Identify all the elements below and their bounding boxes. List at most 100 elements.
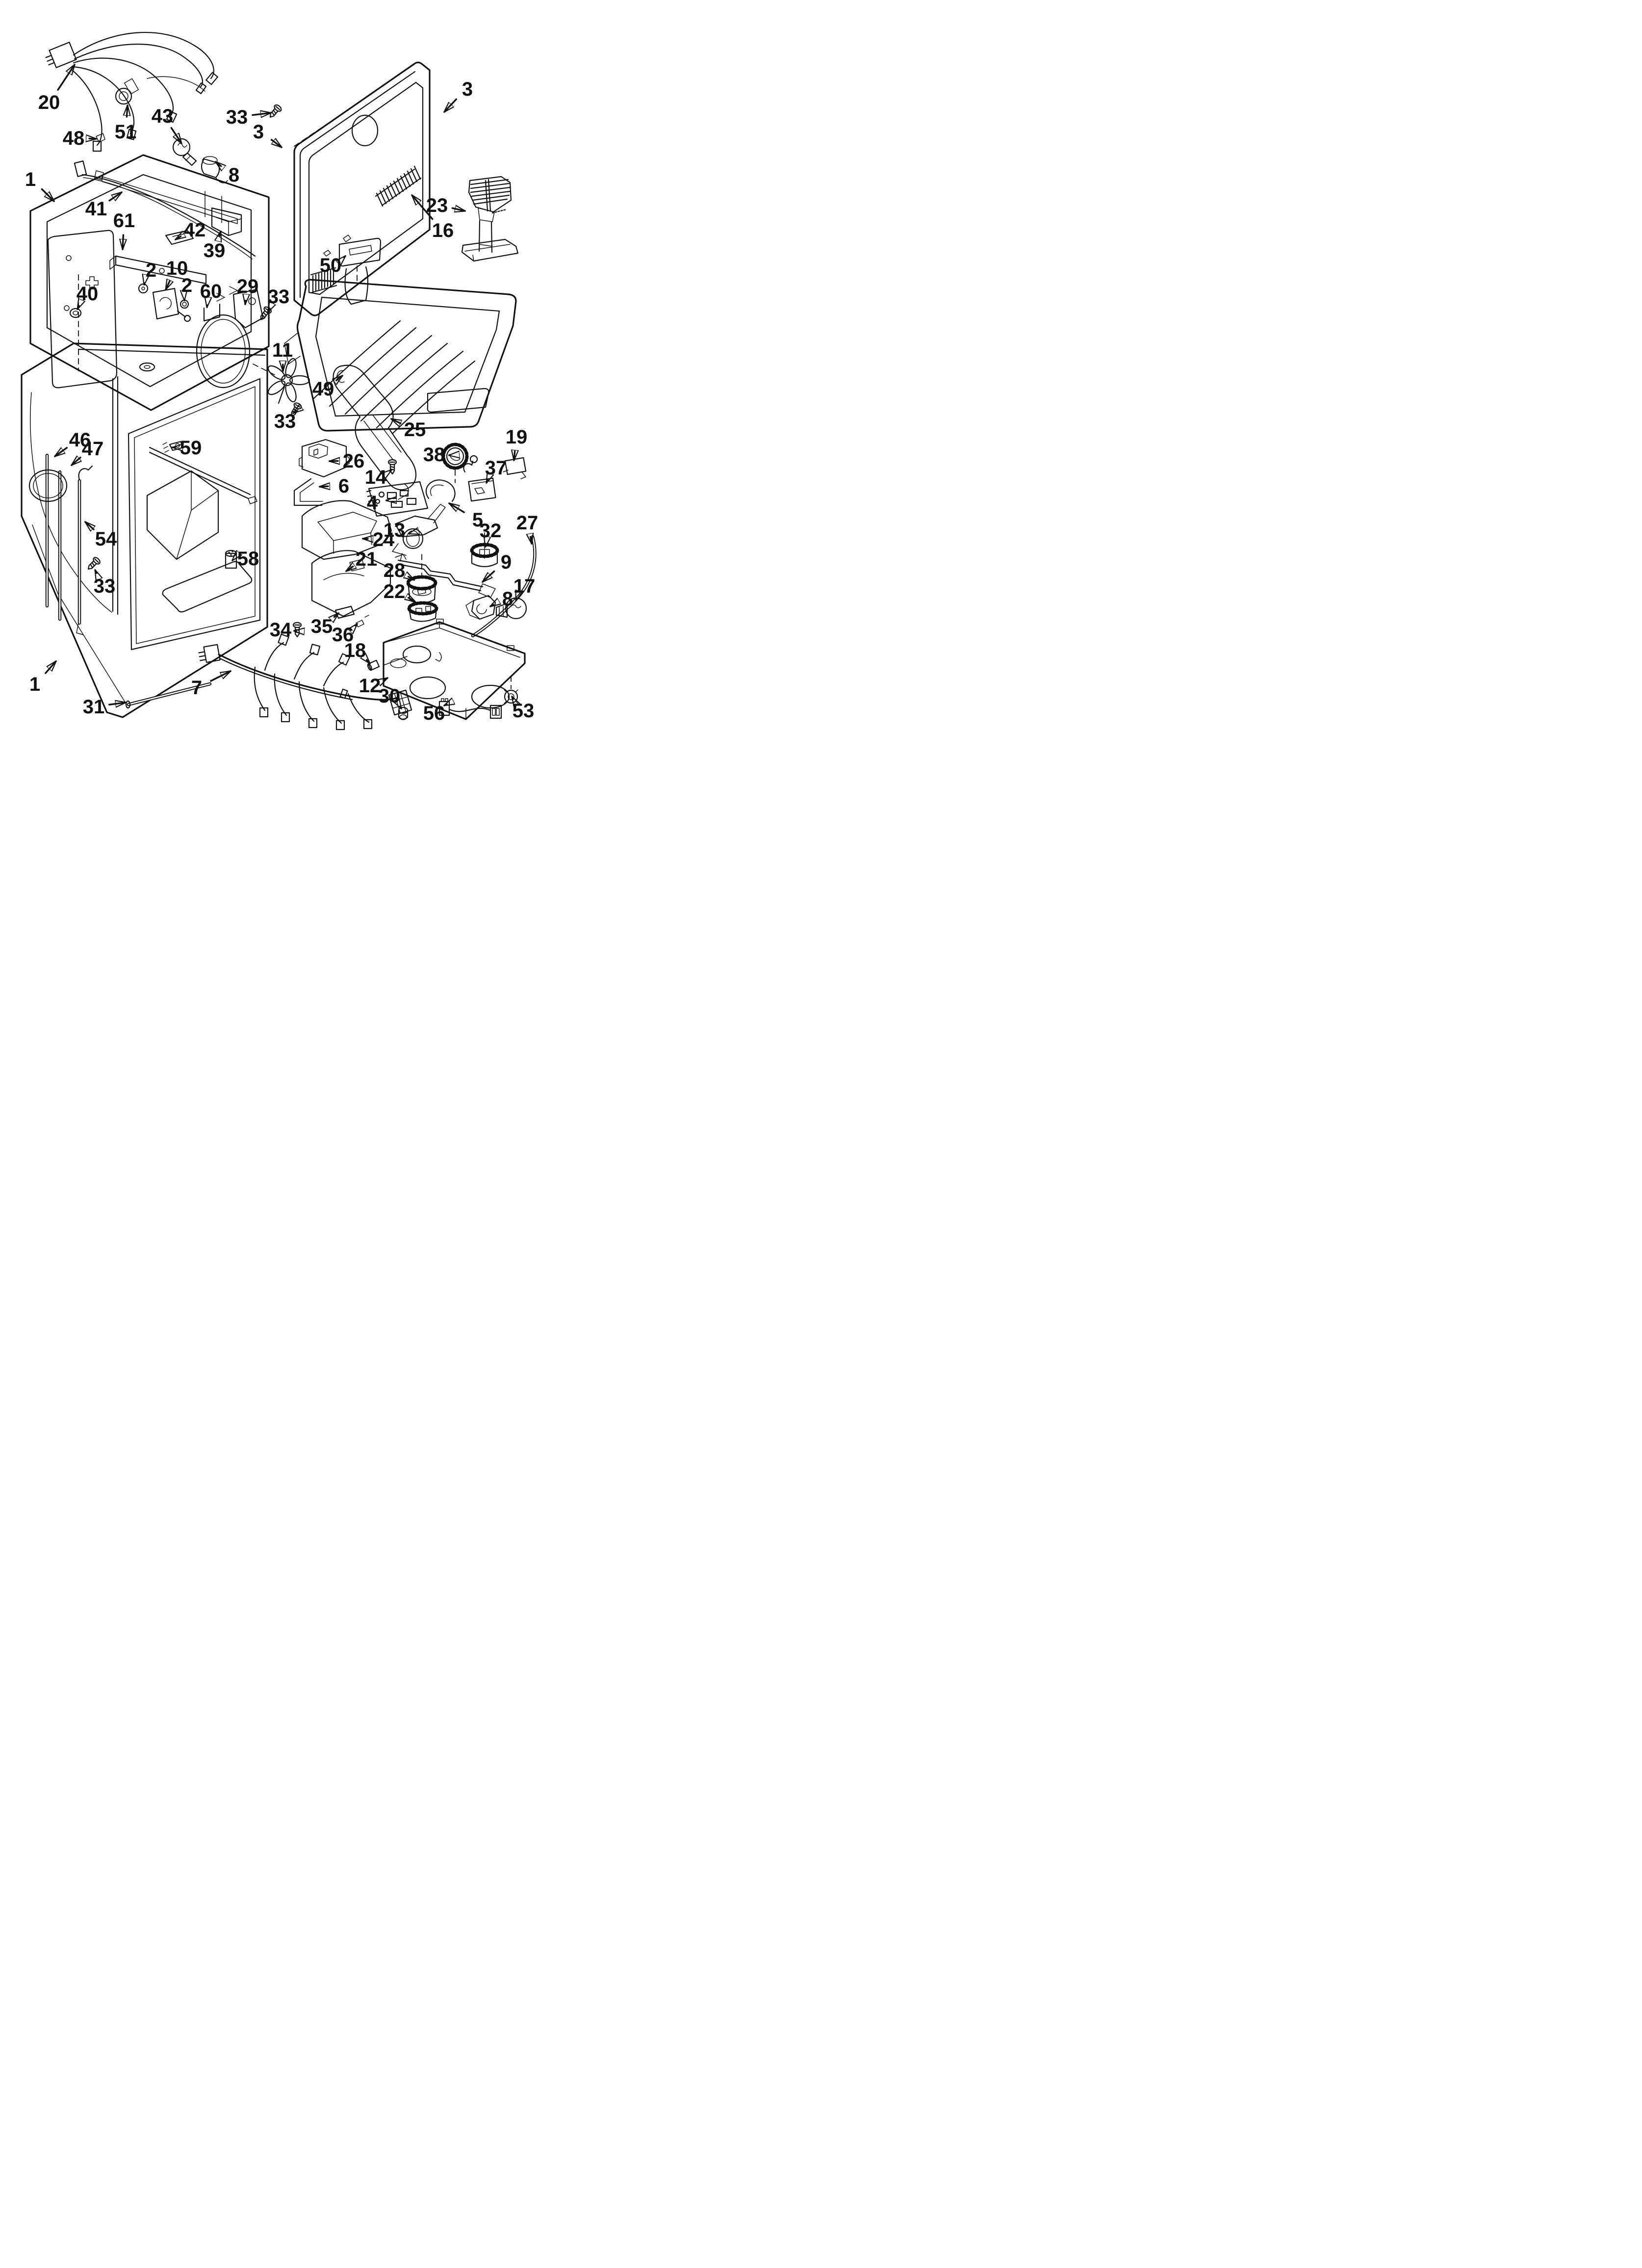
rod-hook [78, 465, 93, 481]
lower-liner-shell [21, 342, 268, 718]
callout-label-39-12: 39 [204, 240, 226, 261]
callout-arrow-30-56 [400, 706, 402, 708]
callout-arrow-19-27 [514, 451, 515, 460]
callout-arrow-14-34 [390, 469, 391, 471]
shelf-rail [149, 446, 251, 499]
callout-label-25-26: 25 [404, 419, 426, 441]
callout-arrow-18-54 [367, 660, 370, 663]
callout-label-14-34: 14 [365, 467, 387, 488]
callout-label-36-53: 36 [332, 624, 354, 646]
callout-label-19-27: 19 [506, 426, 528, 448]
bottom-wire-harness [198, 633, 412, 730]
screw-2a [138, 283, 149, 294]
callout-label-34-51: 34 [270, 619, 292, 641]
callout-arrow-1-8 [41, 188, 54, 201]
callout-arrow-5-37 [449, 502, 465, 513]
callout-arrow-48-1 [89, 138, 96, 139]
upper-liner-parts [69, 160, 275, 389]
clip-48 [96, 133, 105, 143]
upper-liner-shell [29, 154, 270, 411]
hose-5 [425, 479, 456, 502]
callout-label-31-59: 31 [83, 696, 105, 718]
callout-arrow-3-5 [270, 140, 282, 148]
callout-label-6-35: 6 [338, 475, 349, 497]
diagram-line-art: 2048514333338141614239231650210260293340… [21, 32, 538, 730]
thermostat-10 [152, 287, 180, 320]
callout-arrow-10-17 [165, 281, 170, 289]
callout-arrow-12-55 [385, 677, 387, 679]
callout-label-17-48: 17 [513, 575, 536, 597]
callout-label-29-20: 29 [237, 276, 259, 297]
callout-label-47-31: 47 [82, 438, 104, 460]
socket-8b [465, 595, 496, 620]
callout-label-42-11: 42 [184, 219, 206, 241]
callout-arrow-41-9 [108, 191, 122, 201]
floor-recess [162, 561, 253, 613]
interior-step [146, 470, 219, 560]
callout-arrow-8-7 [216, 162, 221, 166]
callout-arrow-27-38 [531, 537, 532, 544]
callout-label-22-49: 22 [384, 581, 406, 602]
callout-label-3-5: 3 [253, 121, 264, 143]
plug-30 [398, 706, 409, 720]
gear-ring-32 [470, 543, 499, 568]
callout-label-33-47: 33 [94, 575, 116, 597]
ice-guide-26 [301, 439, 347, 478]
bracket-61 [115, 255, 207, 285]
callout-arrow-35-52 [334, 613, 338, 617]
callout-arrow-42-11 [176, 236, 181, 240]
callout-label-40-22: 40 [77, 283, 99, 305]
tray-ribs [313, 320, 476, 435]
callout-label-54-41: 54 [95, 528, 117, 550]
callout-label-13-39: 13 [384, 520, 406, 541]
tray-handle [427, 388, 489, 413]
grommet-40 [69, 308, 82, 318]
callout-arrow-1-58 [45, 661, 56, 674]
air-duct-24 [301, 500, 392, 560]
air-tower-23 [461, 176, 519, 262]
callout-label-2-16: 2 [146, 260, 156, 281]
left-wall-parts [28, 441, 237, 635]
callout-label-2-18: 2 [181, 275, 192, 296]
callout-arrow-28-46 [409, 576, 414, 581]
callout-label-27-38: 27 [516, 512, 539, 534]
callout-arrow-49-24 [336, 376, 342, 380]
callout-label-58-44: 58 [237, 548, 259, 570]
nut-2b [180, 299, 189, 309]
callout-arrow-31-59 [108, 703, 126, 704]
callout-arrow-6-35 [320, 486, 328, 487]
callout-label-51-2: 51 [115, 121, 137, 143]
callout-label-33-25: 33 [274, 411, 296, 432]
callout-label-8-50: 8 [502, 588, 513, 610]
callout-arrow-50-15 [344, 256, 345, 258]
callout-arrow-40-22 [77, 306, 79, 309]
callout-arrow-33-21 [267, 309, 270, 312]
callout-arrow-33-47 [94, 570, 97, 573]
duct-cover-21 [311, 550, 391, 617]
callout-label-33-21: 33 [268, 286, 290, 308]
shroud-bracket-29 [232, 288, 264, 329]
callout-label-60-19: 60 [200, 281, 222, 302]
callout-label-35-52: 35 [311, 616, 333, 637]
callout-arrow-51-2 [127, 105, 128, 118]
callout-label-3-6: 3 [462, 78, 473, 100]
callout-arrow-8-50 [490, 604, 493, 607]
callout-arrow-56-60 [444, 704, 447, 706]
callout-arrow-9-43 [483, 570, 495, 582]
callout-label-43-3: 43 [152, 105, 174, 127]
control-board-4 [368, 481, 429, 517]
callout-arrow-53-61 [511, 697, 513, 699]
callout-label-23-13: 23 [426, 195, 448, 216]
callout-arrow-33-4 [252, 113, 271, 115]
condenser-fan-11 [267, 358, 310, 404]
callout-label-21-45: 21 [356, 548, 378, 570]
callout-label-7-57: 7 [191, 677, 202, 699]
callout-label-32-40: 32 [480, 520, 502, 542]
callout-label-30-56: 30 [379, 685, 401, 707]
callout-arrow-21-45 [346, 567, 353, 572]
callout-label-18-54: 18 [344, 640, 366, 661]
callout-label-59-32: 59 [180, 437, 202, 459]
callout-label-10-17: 10 [166, 258, 188, 279]
